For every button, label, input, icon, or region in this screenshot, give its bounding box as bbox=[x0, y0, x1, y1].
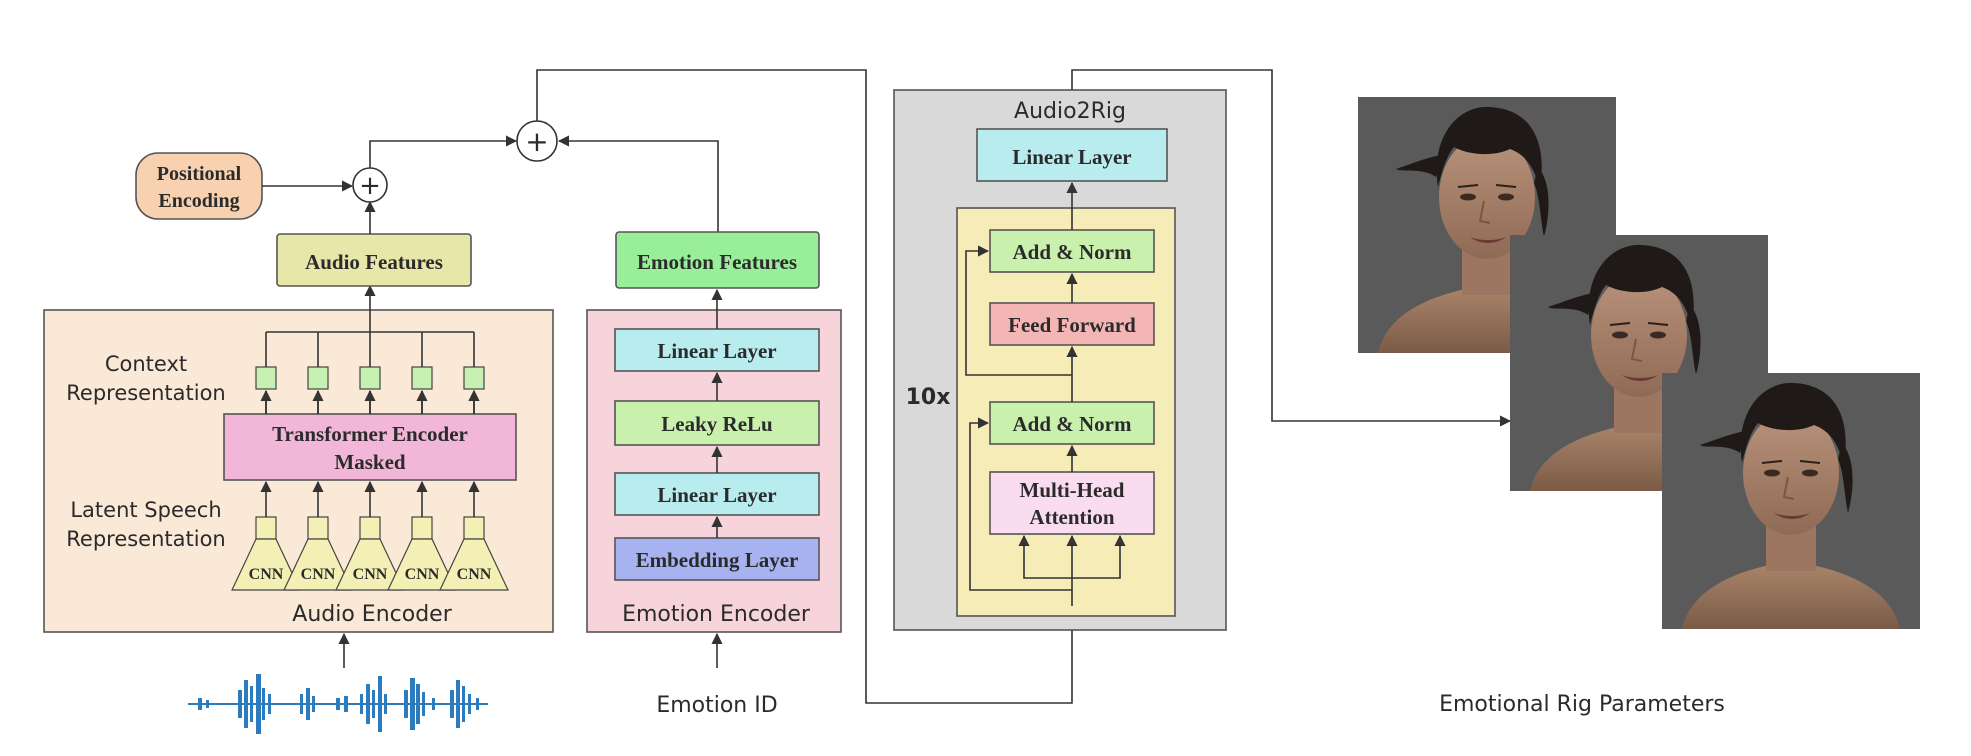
latent-token bbox=[411, 516, 433, 540]
transformer-encoder-label: Transformer Encoder bbox=[272, 422, 468, 446]
audio-features-box bbox=[276, 233, 472, 287]
cnn-label: CNN bbox=[353, 566, 388, 583]
waveform-icon bbox=[188, 674, 488, 734]
add-norm-top-label: Add & Norm bbox=[1013, 240, 1133, 264]
multi-head-attention-label: Multi-Head bbox=[1020, 478, 1125, 502]
cnn-label: CNN bbox=[249, 566, 284, 583]
audio2rig-title: Audio2Rig bbox=[1014, 99, 1126, 124]
embedding-layer bbox=[614, 537, 820, 581]
latent-token bbox=[255, 516, 277, 540]
cnn-blocks: CNN CNN CNN CNN CNN bbox=[231, 538, 509, 591]
feed-forward-label: Feed Forward bbox=[1008, 313, 1136, 337]
audio-encoder-title: Audio Encoder bbox=[292, 602, 452, 627]
leaky-relu-layer bbox=[614, 400, 820, 446]
positional-encoding-label: Positional bbox=[157, 163, 242, 185]
latent-token bbox=[359, 516, 381, 540]
latent-token bbox=[463, 516, 485, 540]
context-representation-label-2: Representation bbox=[66, 381, 226, 405]
emotion-id-label: Emotion ID bbox=[656, 693, 777, 718]
emotion-linear-layer-bottom-label: Linear Layer bbox=[657, 483, 776, 507]
context-token bbox=[255, 366, 277, 390]
audio2rig-linear-layer-label: Linear Layer bbox=[1012, 145, 1131, 169]
face-render-3 bbox=[1661, 372, 1921, 630]
latent-speech-label: Latent Speech bbox=[70, 498, 221, 522]
add-norm-bottom-label: Add & Norm bbox=[1013, 412, 1133, 436]
emotion-encoder-title: Emotion Encoder bbox=[622, 602, 811, 627]
plus-symbol: + bbox=[359, 171, 381, 201]
leaky-relu-label: Leaky ReLu bbox=[661, 412, 773, 436]
context-token bbox=[307, 366, 329, 390]
repeat-count: 10x bbox=[906, 385, 951, 410]
latent-speech-label-2: Representation bbox=[66, 527, 226, 551]
context-token bbox=[359, 366, 381, 390]
audio-features-label: Audio Features bbox=[305, 250, 443, 274]
emotion-features-label: Emotion Features bbox=[637, 250, 797, 274]
embedding-layer-label: Embedding Layer bbox=[636, 548, 799, 572]
emotion-linear-layer-top bbox=[614, 328, 820, 372]
context-representation-label: Context bbox=[105, 352, 187, 376]
add-norm-bottom bbox=[989, 401, 1155, 445]
cnn-label: CNN bbox=[301, 566, 336, 583]
positional-encoding-label-2: Encoding bbox=[158, 190, 239, 212]
transformer-encoder-sublabel: Masked bbox=[334, 450, 405, 474]
cnn-block bbox=[439, 538, 509, 591]
latent-token bbox=[307, 516, 329, 540]
add-norm-top bbox=[989, 229, 1155, 273]
multi-head-attention bbox=[989, 471, 1155, 535]
output-label: Emotional Rig Parameters bbox=[1439, 692, 1725, 717]
feed-forward-layer bbox=[989, 302, 1155, 346]
emotion-linear-layer-bottom bbox=[614, 472, 820, 516]
context-token bbox=[411, 366, 433, 390]
cnn-label: CNN bbox=[405, 566, 440, 583]
emotion-features-box bbox=[615, 231, 820, 289]
cnn-label: CNN bbox=[457, 566, 492, 583]
multi-head-attention-label-2: Attention bbox=[1029, 505, 1114, 529]
transformer-encoder-box bbox=[223, 413, 517, 481]
audio2rig-linear-layer bbox=[976, 128, 1168, 182]
context-token bbox=[463, 366, 485, 390]
emotion-linear-layer-top-label: Linear Layer bbox=[657, 339, 776, 363]
plus-symbol-2: + bbox=[525, 125, 548, 158]
latent-tokens bbox=[255, 516, 485, 540]
